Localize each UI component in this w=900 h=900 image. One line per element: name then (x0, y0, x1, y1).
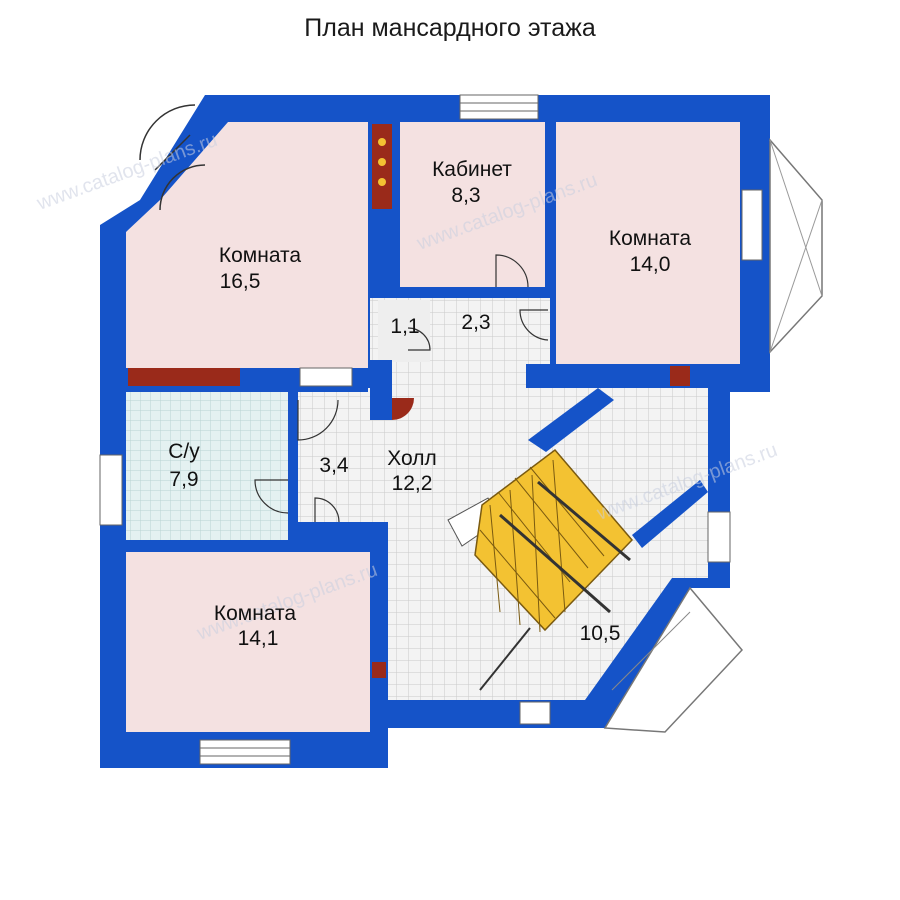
room-name-su: С/у (168, 440, 200, 463)
room-su (126, 392, 288, 540)
room-area-kabinet: 8,3 (451, 184, 480, 207)
room-1-1 (378, 300, 430, 362)
room-area-komnata-14-0: 14,0 (630, 253, 671, 276)
plan-title: План мансардного этажа (304, 14, 596, 42)
room-area-su: 7,9 (169, 468, 198, 491)
room-komnata-14-0 (556, 122, 740, 364)
room-area-holl: 12,2 (392, 472, 433, 495)
room-area-3-4: 3,4 (319, 454, 349, 477)
room-area-1-1: 1,1 (390, 315, 419, 338)
room-name-komnata-14-0: Комната (609, 227, 692, 250)
room-name-komnata-16-5: Комната (219, 244, 302, 267)
room-area-komnata-14-1: 14,1 (238, 627, 279, 650)
room-komnata-14-1 (126, 552, 370, 732)
room-kabinet (400, 122, 545, 287)
room-name-holl: Холл (387, 447, 437, 470)
room-area-komnata-16-5: 16,5 (220, 270, 261, 293)
room-area-2-3: 2,3 (461, 311, 490, 334)
room-name-komnata-14-1: Комната (214, 602, 297, 625)
staircase (474, 448, 634, 633)
room-name-kabinet: Кабинет (432, 158, 512, 181)
room-area-10-5: 10,5 (580, 622, 621, 645)
room-komnata-16-5 (126, 122, 368, 368)
